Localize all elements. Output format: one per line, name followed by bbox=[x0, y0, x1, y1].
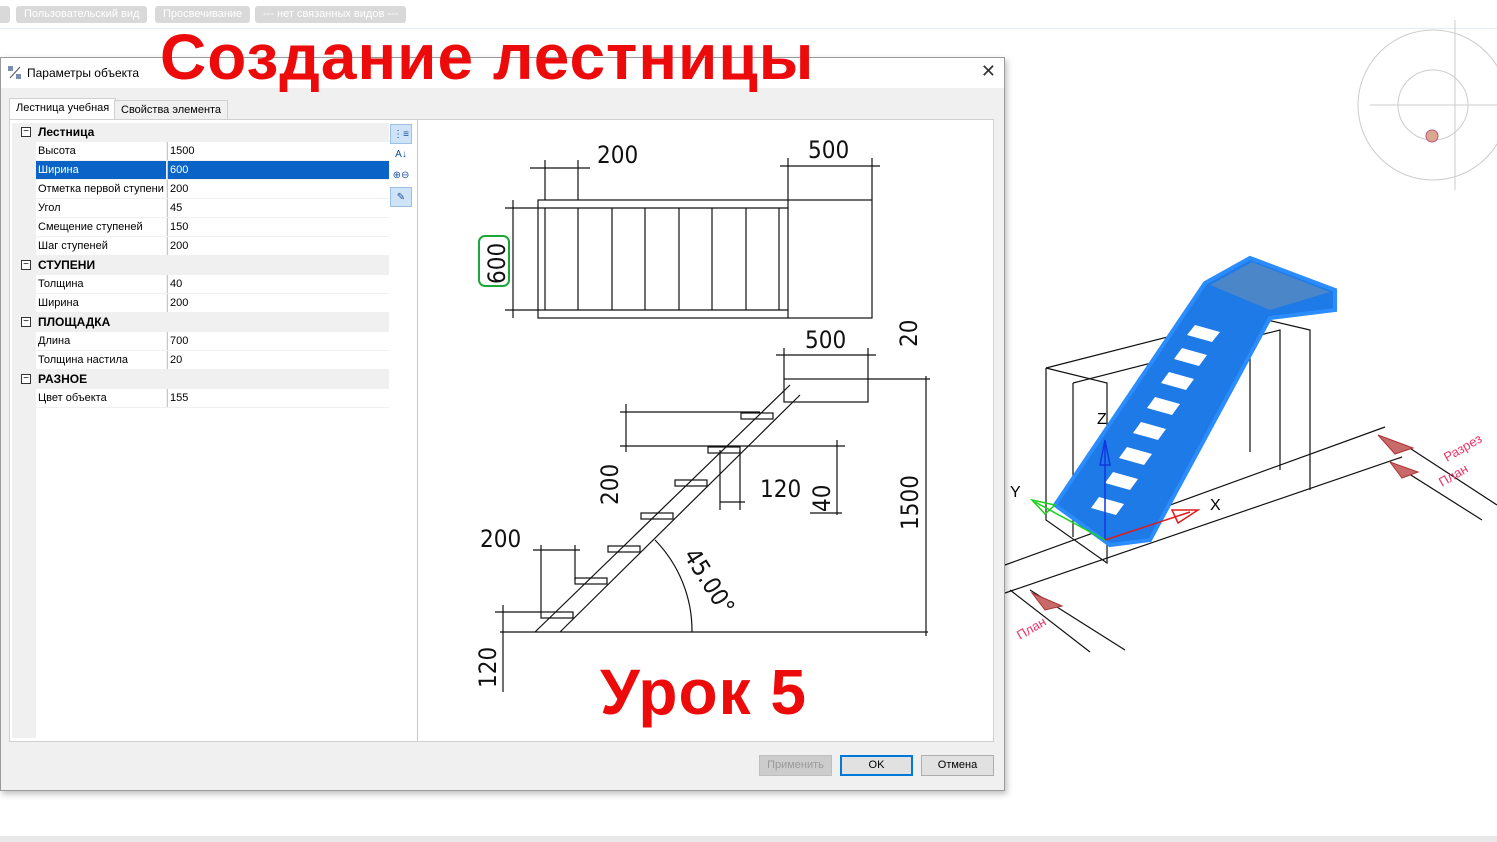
property-label: Шаг ступеней bbox=[36, 237, 166, 255]
axis-x-label: X bbox=[1210, 497, 1221, 514]
divider bbox=[0, 28, 1497, 29]
property-value[interactable]: 200 bbox=[167, 237, 389, 255]
property-label: Цвет объекта bbox=[36, 389, 166, 407]
property-value[interactable]: 600 bbox=[167, 161, 389, 179]
ucs-gizmo bbox=[1029, 439, 1201, 541]
grid-empty-area bbox=[36, 408, 389, 738]
parameters-icon bbox=[8, 66, 21, 79]
property-value[interactable]: 700 bbox=[167, 332, 389, 350]
view-pill-linked[interactable]: --- нет связанных видов --- bbox=[255, 6, 407, 23]
close-icon[interactable]: ✕ bbox=[980, 61, 996, 81]
dialog-titlebar[interactable]: Параметры объекта ✕ bbox=[1, 58, 1004, 88]
collapse-icon[interactable]: − bbox=[21, 127, 31, 137]
tab-stair[interactable]: Лестница учебная bbox=[9, 98, 117, 120]
axis-z-label: Z bbox=[1097, 411, 1107, 428]
property-label: Отметка первой ступени bbox=[36, 180, 166, 198]
view-pill-custom[interactable]: Пользовательский вид bbox=[16, 6, 148, 23]
sort-alpha-icon[interactable]: A↓ bbox=[395, 149, 407, 160]
view-compass[interactable] bbox=[1357, 20, 1497, 190]
object-parameters-dialog: Параметры объекта ✕ Лестница учебная Сво… bbox=[0, 57, 1005, 791]
model-box bbox=[1004, 315, 1497, 653]
category-3[interactable]: −РАЗНОЕ bbox=[12, 370, 389, 389]
overlay-title: Создание лестницы bbox=[160, 21, 815, 93]
property-value[interactable]: 1500 bbox=[167, 142, 389, 160]
property-label: Высота bbox=[36, 142, 166, 160]
property-value[interactable]: 200 bbox=[167, 294, 389, 312]
property-label: Толщина bbox=[36, 275, 166, 293]
property-value[interactable]: 150 bbox=[167, 218, 389, 236]
property-value[interactable]: 155 bbox=[167, 389, 389, 407]
property-label: Смещение ступеней bbox=[36, 218, 166, 236]
property-value[interactable]: 20 bbox=[167, 351, 389, 369]
ok-button[interactable]: OK bbox=[840, 755, 913, 776]
dialog-title: Параметры объекта bbox=[27, 66, 140, 80]
property-value[interactable]: 45 bbox=[167, 199, 389, 217]
section-label-1: Разрез bbox=[1441, 431, 1484, 465]
collapse-icon[interactable]: − bbox=[21, 374, 31, 384]
view-pill-xray[interactable]: Просвечивание bbox=[155, 6, 251, 23]
section-markers bbox=[1030, 434, 1420, 611]
status-bar bbox=[0, 836, 1497, 842]
category-label: Лестница bbox=[38, 125, 95, 139]
grid-toolbar: ⋮≡ A↓ ⊕⊖ ✎ bbox=[389, 123, 413, 213]
property-value[interactable]: 40 bbox=[167, 275, 389, 293]
axis-y-label: Y bbox=[1010, 484, 1021, 501]
property-label: Длина bbox=[36, 332, 166, 350]
tab-element-properties[interactable]: Свойства элемента bbox=[114, 100, 229, 120]
cancel-button[interactable]: Отмена bbox=[921, 755, 994, 776]
category-0[interactable]: −Лестница bbox=[12, 123, 389, 142]
section-label-2: План bbox=[1436, 461, 1471, 490]
section-label-3: План bbox=[1014, 614, 1049, 643]
property-value[interactable]: 200 bbox=[167, 180, 389, 198]
expand-collapse-icon[interactable]: ⊕⊖ bbox=[392, 170, 410, 181]
category-label: РАЗНОЕ bbox=[38, 372, 88, 386]
stair-model[interactable] bbox=[1052, 255, 1337, 548]
property-label: Ширина bbox=[36, 294, 166, 312]
categorized-icon[interactable]: ⋮≡ bbox=[390, 124, 412, 144]
splitter[interactable] bbox=[417, 120, 418, 741]
overlay-subtitle: Урок 5 bbox=[600, 656, 807, 728]
collapse-icon[interactable]: − bbox=[21, 317, 31, 327]
category-label: ПЛОЩАДКА bbox=[38, 315, 111, 329]
category-1[interactable]: −СТУПЕНИ bbox=[12, 256, 389, 275]
property-label: Толщина настила bbox=[36, 351, 166, 369]
category-label: СТУПЕНИ bbox=[38, 258, 96, 272]
edit-properties-icon[interactable]: ✎ bbox=[390, 187, 412, 207]
property-label: Угол bbox=[36, 199, 166, 217]
property-label: Ширина bbox=[36, 161, 166, 179]
collapse-icon[interactable]: − bbox=[21, 260, 31, 270]
apply-button[interactable]: Применить bbox=[759, 755, 832, 776]
category-2[interactable]: −ПЛОЩАДКА bbox=[12, 313, 389, 332]
view-pill-prev[interactable] bbox=[0, 6, 10, 23]
